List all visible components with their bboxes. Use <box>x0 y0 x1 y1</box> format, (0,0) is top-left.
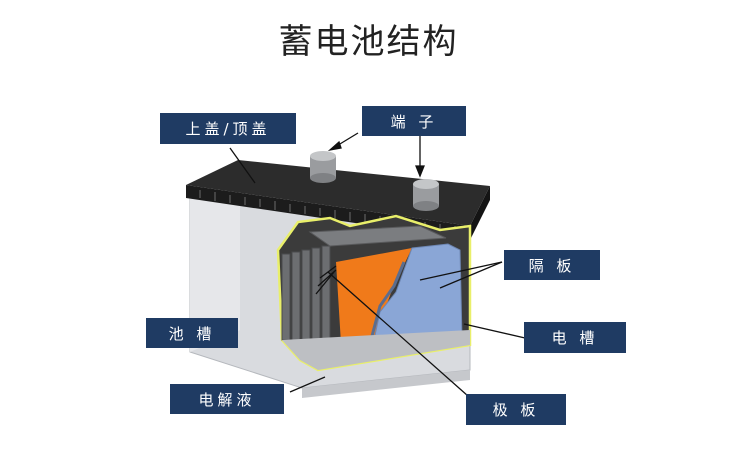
label-electrolyte: 电解液 <box>170 384 284 414</box>
orange-plate <box>336 248 412 360</box>
label-plate: 极 板 <box>466 394 566 425</box>
terminal-left <box>310 151 336 183</box>
label-top-cover: 上盖/顶盖 <box>160 113 296 144</box>
label-container: 池 槽 <box>146 318 238 348</box>
label-cell-slot: 电 槽 <box>524 322 626 353</box>
diagram-title: 蓄电池结构 <box>278 22 459 62</box>
terminal-right <box>413 179 439 211</box>
leader-lines <box>229 132 526 397</box>
label-separator: 隔 板 <box>504 250 600 280</box>
label-terminal: 端 子 <box>362 106 466 136</box>
cutaway-interior <box>276 214 472 372</box>
